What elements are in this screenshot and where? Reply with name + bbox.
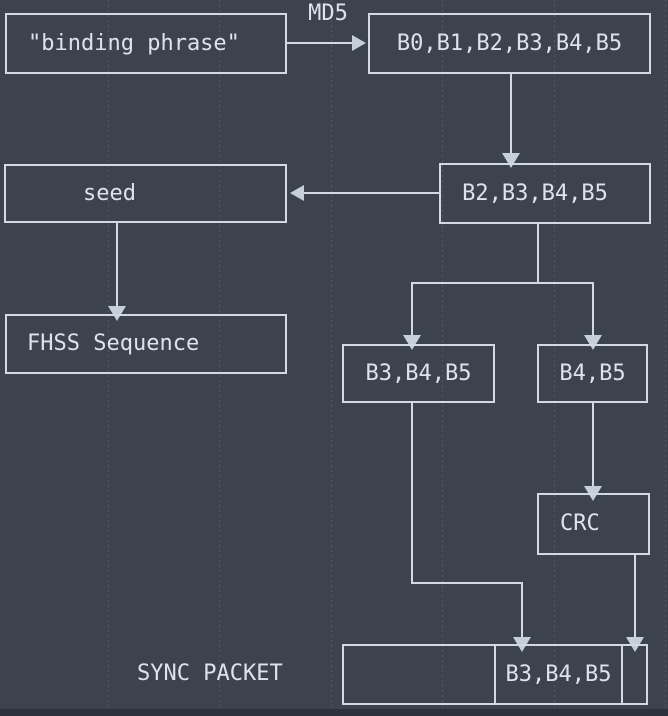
node-label: FHSS Sequence xyxy=(27,331,200,356)
connector-branch-right xyxy=(592,284,594,336)
node-label: B4,B5 xyxy=(559,360,626,386)
connector-branch xyxy=(411,282,594,284)
connector-hash-to-seedbytes xyxy=(510,74,512,154)
node-label: B3,B4,B5 xyxy=(505,661,612,687)
arrowhead-right-icon xyxy=(352,35,366,51)
node-label: seed xyxy=(83,180,136,206)
node-crc: CRC xyxy=(537,493,650,555)
node-fhss-sequence: FHSS Sequence xyxy=(5,314,287,374)
arrowhead-down-icon xyxy=(584,335,602,350)
node-label: CRC xyxy=(560,511,600,536)
sync-packet-bytes-segment: B3,B4,B5 xyxy=(496,646,621,703)
md5-label: MD5 xyxy=(308,1,348,26)
connector-uid-right xyxy=(411,582,523,584)
connector-uid-down xyxy=(411,403,413,584)
sync-packet-label: SYNC PACKET xyxy=(137,661,283,686)
arrowhead-down-icon xyxy=(108,306,126,321)
sync-packet-divider xyxy=(621,646,623,703)
bottom-strip xyxy=(0,709,668,716)
grid-guide xyxy=(331,0,332,709)
sync-packet-divider xyxy=(494,646,496,703)
node-label: B2,B3,B4,B5 xyxy=(462,180,608,206)
connector-seedbytes-down xyxy=(537,224,539,284)
node-sync-packet xyxy=(342,644,648,705)
connector-md5 xyxy=(287,42,353,44)
node-binding-phrase: "binding phrase" xyxy=(5,13,287,74)
connector-uid-to-sync xyxy=(521,584,523,638)
arrowhead-down-icon xyxy=(403,335,421,350)
node-seed-bytes: B2,B3,B4,B5 xyxy=(439,163,651,224)
grid-guide xyxy=(665,0,666,709)
connector-seed-to-fhss xyxy=(116,223,118,307)
arrowhead-left-icon xyxy=(290,185,304,201)
node-crc-input-bytes: B4,B5 xyxy=(537,344,648,403)
node-label: B0,B1,B2,B3,B4,B5 xyxy=(396,30,623,56)
node-md5-hash-bytes: B0,B1,B2,B3,B4,B5 xyxy=(368,13,651,74)
connector-crc-to-sync xyxy=(634,555,636,638)
node-label: "binding phrase" xyxy=(28,30,240,56)
node-seed: seed xyxy=(4,164,287,223)
node-uid-bytes: B3,B4,B5 xyxy=(342,344,495,403)
connector-seedbytes-to-seed xyxy=(302,192,439,194)
connector-branch-left xyxy=(411,284,413,336)
connector-bytes-to-crc xyxy=(592,403,594,487)
node-label: B3,B4,B5 xyxy=(365,360,472,386)
